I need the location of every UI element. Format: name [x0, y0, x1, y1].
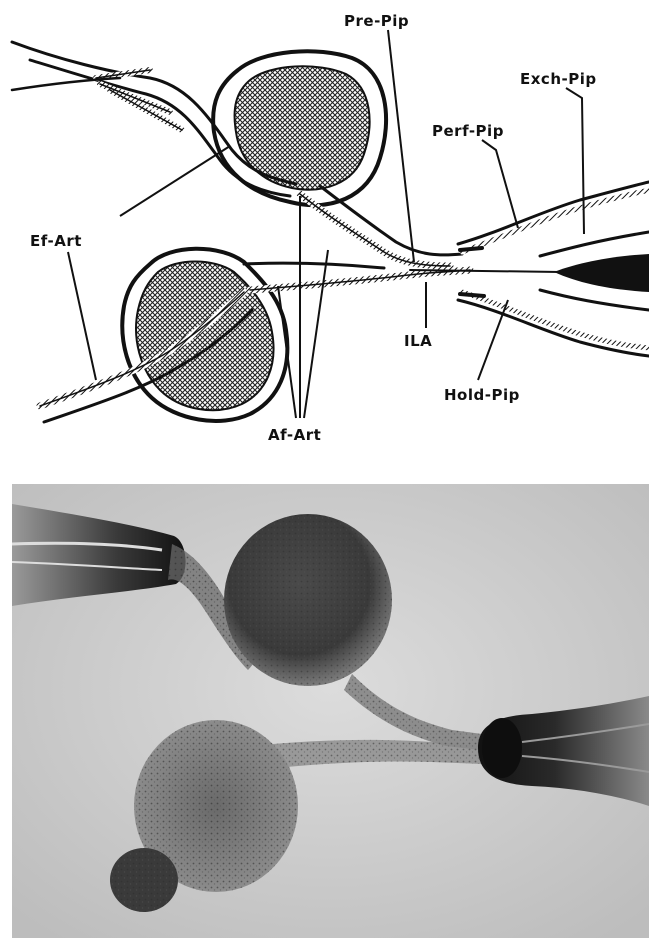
upper-glomerulus: [213, 51, 386, 205]
pre-pipette-tip: [554, 254, 649, 292]
label-hold-pip: Hold-Pip: [444, 386, 520, 404]
label-ila: ILA: [404, 332, 432, 350]
label-af-art: Af-Art: [268, 426, 321, 444]
schematic-diagram: Pre-Pip Exch-Pip Perf-Pip Ef-Art ILA Hol…: [0, 0, 649, 478]
afferent-arterioles: [244, 186, 470, 290]
label-ef-art: Ef-Art: [30, 232, 82, 250]
label-exch-pip: Exch-Pip: [520, 70, 597, 88]
lower-glomerulus: [122, 249, 287, 421]
label-pre-pip: Pre-Pip: [344, 12, 409, 30]
label-perf-pip: Perf-Pip: [432, 122, 504, 140]
right-pipette-mouth: [482, 718, 522, 778]
micrograph-photo: [12, 484, 649, 938]
